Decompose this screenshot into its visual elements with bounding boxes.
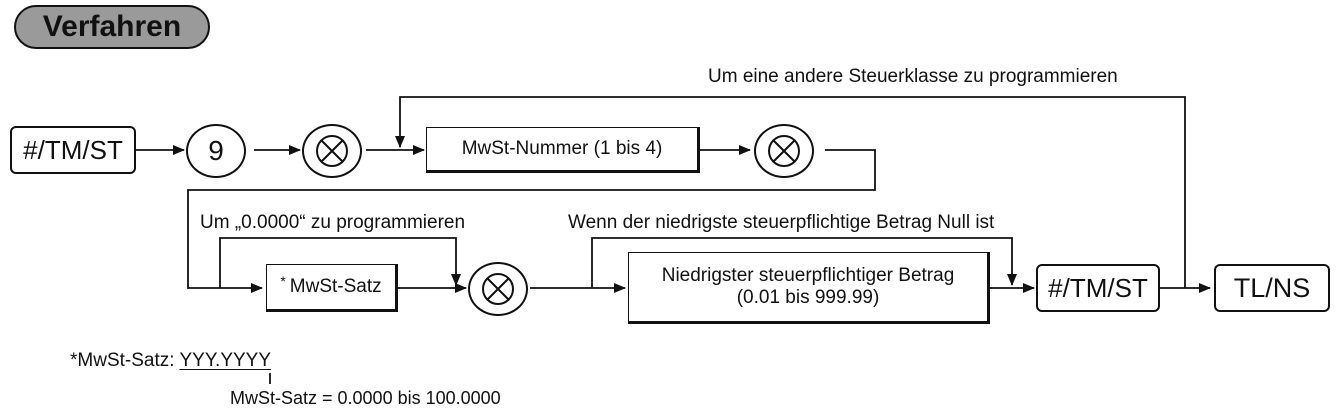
label-zero-rate: Um „0.0000“ zu programmieren bbox=[200, 212, 466, 233]
label-zero-amount: Wenn der niedrigste steuerpflichtige Bet… bbox=[568, 212, 995, 233]
key-tm-st[interactable]: #/TM/ST bbox=[10, 126, 136, 174]
multiply-icon[interactable] bbox=[302, 124, 362, 178]
key-tl-ns[interactable]: TL/NS bbox=[1214, 264, 1330, 312]
label-other-tax-class: Um eine andere Steuerklasse zu programmi… bbox=[708, 66, 1118, 87]
footnote-star: * bbox=[280, 273, 286, 289]
footnote-range: MwSt-Satz = 0.0000 bis 100.0000 bbox=[230, 388, 501, 408]
box-betrag-line1: Niedrigster steuerpflichtiger Betrag bbox=[661, 265, 955, 286]
procedure-heading: Verfahren bbox=[14, 5, 210, 49]
box-mwst-nummer[interactable]: MwSt-Nummer (1 bis 4) bbox=[426, 127, 700, 173]
box-betrag-line2: (0.01 bis 999.99) bbox=[736, 287, 880, 308]
multiply-icon-glyph bbox=[316, 135, 348, 167]
footnote-format: YYY.YYYY bbox=[179, 350, 272, 371]
multiply-icon[interactable] bbox=[468, 262, 528, 316]
multiply-icon-glyph bbox=[482, 273, 514, 305]
box-mwst-satz-label: MwSt-Satz bbox=[289, 276, 382, 297]
multiply-icon-glyph bbox=[768, 135, 800, 167]
key-9[interactable]: 9 bbox=[186, 124, 246, 178]
multiply-icon[interactable] bbox=[754, 124, 814, 178]
bypass-zero-rate bbox=[219, 237, 461, 288]
loop-other-tax-class bbox=[395, 96, 1186, 288]
footnote-prefix: *MwSt-Satz: bbox=[70, 350, 180, 371]
key-tm-st-final[interactable]: #/TM/ST bbox=[1036, 264, 1160, 312]
connector-row1-row2 bbox=[187, 149, 876, 293]
box-niedrigster-betrag[interactable]: Niedrigster steuerpflichtiger Betrag (0.… bbox=[628, 252, 990, 324]
box-mwst-satz[interactable]: * MwSt-Satz bbox=[266, 264, 398, 312]
bypass-zero-amount bbox=[591, 237, 1017, 288]
footnote-line: *MwSt-Satz: YYY.YYYY bbox=[70, 350, 271, 372]
